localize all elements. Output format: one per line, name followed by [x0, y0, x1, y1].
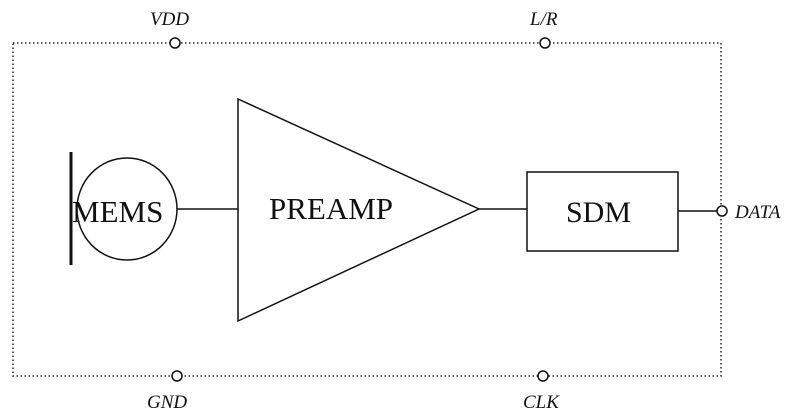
clk-label: CLK — [523, 392, 560, 413]
preamp-triangle — [237, 97, 481, 323]
preamp-label: PREAMP — [269, 191, 393, 226]
data-label: DATA — [734, 202, 781, 223]
vdd-pin — [169, 37, 181, 49]
sdm-label: SDM — [566, 196, 631, 229]
gnd-label: GND — [147, 392, 187, 413]
mems-label: MEMS — [72, 194, 163, 229]
vdd-label: VDD — [150, 9, 189, 30]
data-pin — [716, 205, 728, 217]
gnd-pin — [171, 370, 183, 382]
lr-label: L/R — [529, 9, 558, 30]
lr-pin — [539, 37, 551, 49]
clk-pin — [537, 370, 549, 382]
